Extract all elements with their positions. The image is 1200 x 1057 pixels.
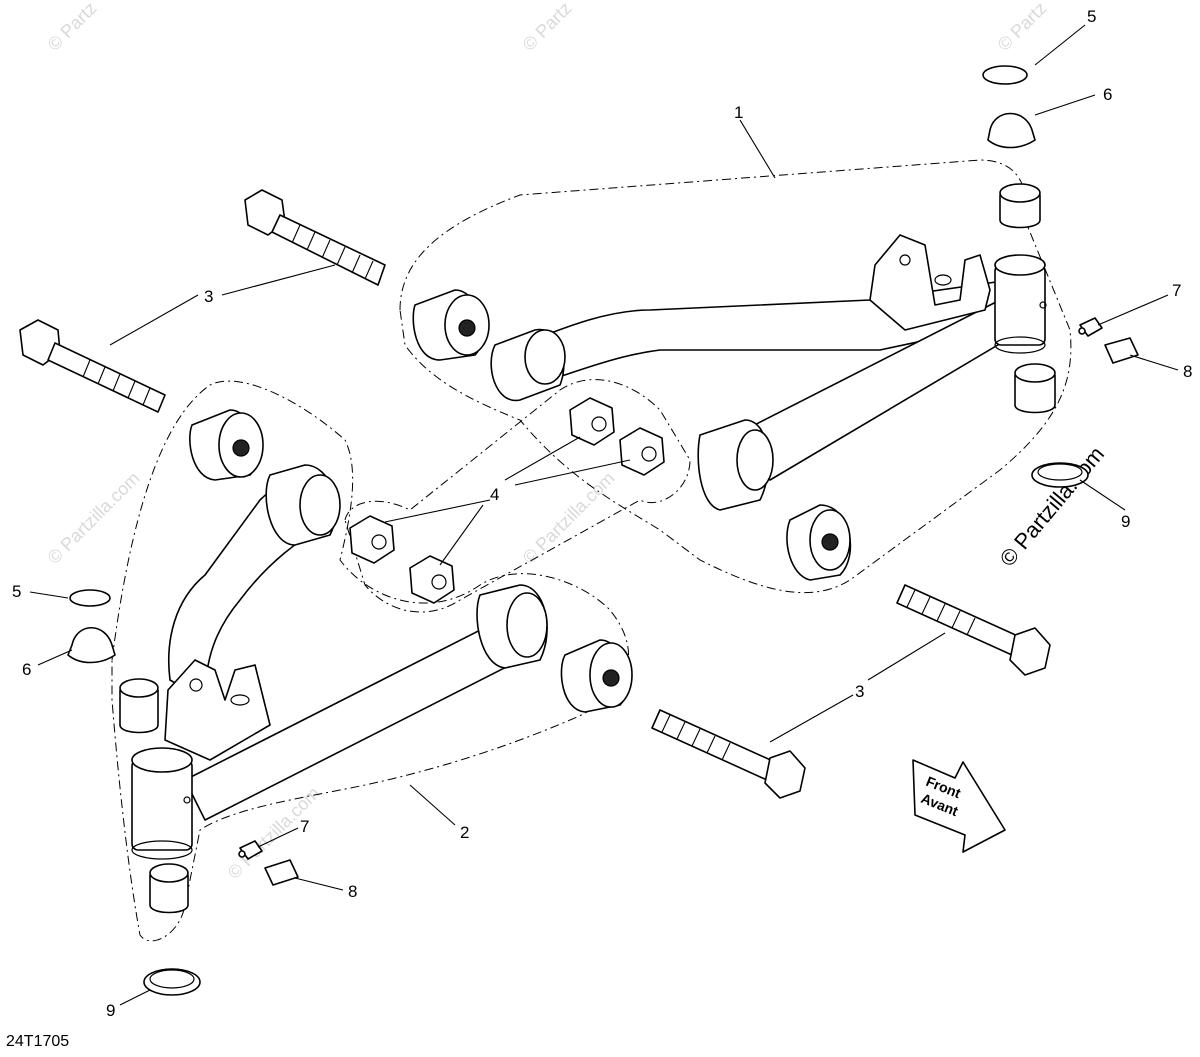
callout-label: 1 [734,103,743,122]
watermark-text: © Partz [519,0,576,55]
leader-lines [29,24,1179,1006]
dust-cap [67,627,116,664]
fitting-cap [264,859,299,886]
watermark-text: © Partzilla.com [519,468,619,568]
callout-label: 2 [460,823,469,842]
o-ring [982,65,1028,85]
callout-label: 9 [106,1001,115,1020]
callout-label: 5 [12,582,21,601]
watermark-text: © Partzilla.com [44,468,144,568]
watermark-text: © Partzilla.com [995,442,1109,572]
nut [349,515,395,564]
nut [409,555,455,604]
callout-label: 8 [348,882,357,901]
watermark-text: © Partz [44,0,101,55]
bolt [19,319,166,413]
group-outline-upper-arm [399,159,1072,594]
callout-label: 7 [1172,281,1181,300]
drawing-id: 24T1705 [6,1033,69,1050]
nut [569,397,615,446]
callout-label: 4 [490,485,499,504]
callout-label: 3 [204,287,213,306]
group-outline-lower-arm [111,380,629,942]
group-outline-nuts [344,379,691,613]
bushing-ring [1031,462,1089,488]
front-direction-arrow: Front Avant [912,759,1006,853]
callout-label: 7 [300,817,309,836]
callouts: 1 2 3 3 4 5 5 6 6 7 7 8 8 9 9 [12,7,1192,1020]
callout-label: 5 [1087,7,1096,26]
bolt [651,709,806,799]
callout-label: 8 [1183,362,1192,381]
bushing-ring [143,968,201,996]
callout-label: 3 [855,682,864,701]
grease-fitting [238,840,263,860]
bolt [244,189,386,286]
callout-label: 6 [1103,85,1112,104]
fitting-cap [1104,337,1139,364]
dust-cap [987,112,1036,149]
callout-label: 9 [1121,512,1130,531]
upper-a-arm [412,183,1056,581]
nut [619,427,665,476]
bolt [896,584,1051,676]
o-ring [69,589,111,607]
lower-a-arm [119,409,633,914]
grease-fitting [1078,317,1103,337]
callout-label: 6 [22,660,31,679]
watermark-text: © Partz [994,0,1051,55]
